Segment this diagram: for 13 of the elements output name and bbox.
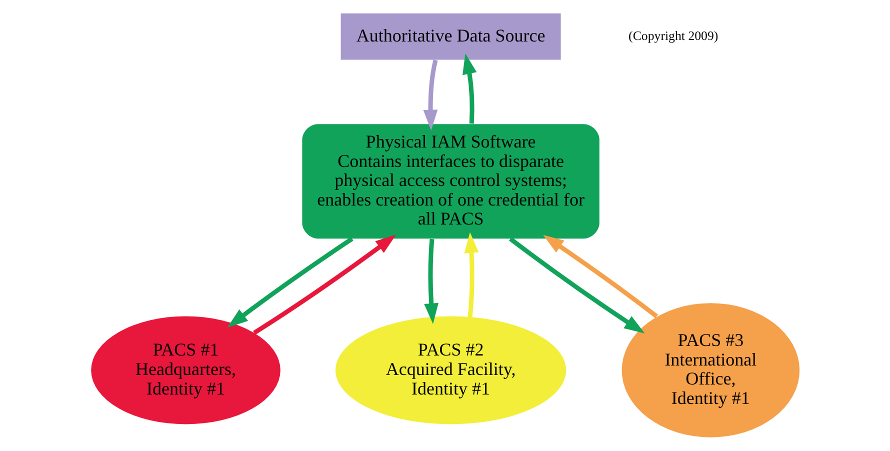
node-ellipse: PACS #2 Acquired Facility, Identity #1 [335, 316, 566, 424]
arrow [422, 60, 438, 130]
node-box: Physical IAM Software Contains interfaces to disparate physical access control systems; enables creation of one credential for all PACS [302, 124, 599, 239]
label: (Copyright 2009) [628, 28, 718, 43]
arrow [226, 236, 353, 328]
node-ellipse: PACS #1 Headquarters, Identity #1 [90, 316, 280, 424]
arrow [424, 238, 438, 324]
arrow [462, 53, 476, 124]
arrow [464, 232, 478, 318]
arrow [542, 234, 658, 318]
arrow [252, 234, 396, 335]
arrow [508, 236, 644, 334]
node-box: Authoritative Data Source [340, 13, 560, 60]
